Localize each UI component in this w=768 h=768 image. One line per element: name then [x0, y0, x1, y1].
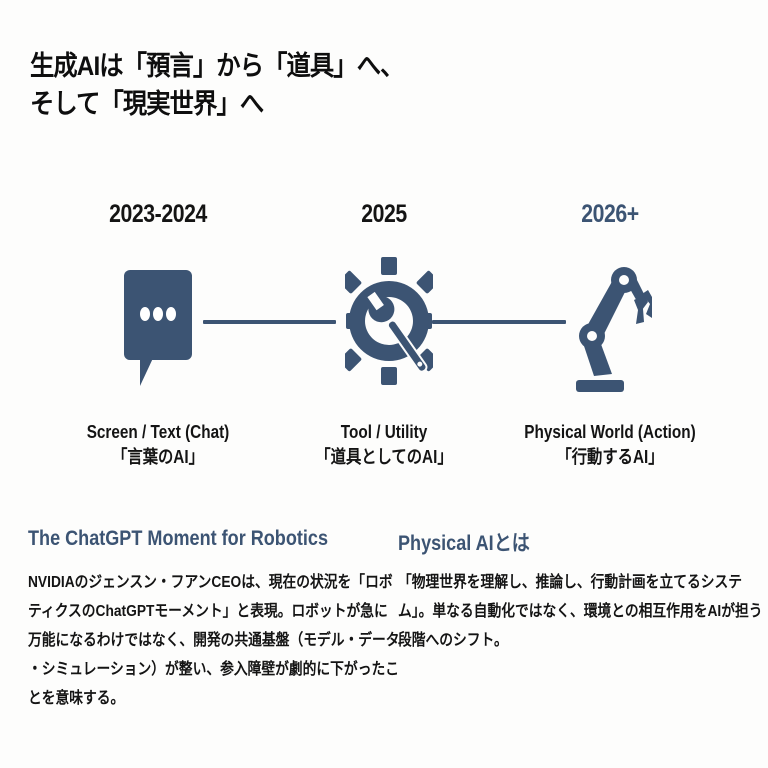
page-title: 生成AIは「預言」から「道具」へ、 そして「現実世界」へ [30, 47, 534, 123]
stage-label-3-ja: 「行動するAI」 [556, 447, 664, 467]
stage-label-1: Screen / Text (Chat) 「言葉のAI」 [73, 420, 243, 470]
section-body-chatgpt-moment: NVIDIAのジェンスン・フアンCEOは、現在の状況を「ロボ ティクスのChat… [28, 568, 400, 713]
stage-year-3: 2026+ [581, 200, 639, 228]
stage-label-3-en: Physical World (Action) [524, 422, 696, 442]
gear-wrench-icon [338, 255, 440, 390]
stage-label-2-en: Tool / Utility [340, 422, 428, 442]
title-line-1: 生成AIは「預言」から「道具」へ、 [30, 51, 404, 81]
body-line: 万能になるわけではなく、開発の共通基盤（モデル・データ [28, 632, 400, 649]
stage-label-1-ja: 「言葉のAI」 [112, 447, 204, 467]
timeline-connector-1 [203, 320, 336, 324]
stage-label-3: Physical World (Action) 「行動するAI」 [517, 420, 704, 470]
stage-label-2: Tool / Utility 「道具としてのAI」 [299, 420, 469, 470]
section-heading-physical-ai: Physical AIとは [398, 532, 530, 555]
body-line: 段階へのシフト。 [398, 632, 508, 649]
stage-label-2-ja: 「道具としてのAI」 [315, 447, 453, 467]
body-line: ティクスのChatGPTモーメント」と表現。ロボットが急に [28, 603, 388, 620]
timeline-connector-2 [432, 320, 566, 324]
body-line: ・シミュレーション）が整い、参入障壁が劇的に下がったこ [28, 661, 399, 678]
chat-bubble-icon [122, 268, 194, 386]
robot-arm-icon [572, 252, 656, 394]
title-line-2: そして「現実世界」へ [30, 89, 264, 119]
section-heading-chatgpt-moment: The ChatGPT Moment for Robotics [28, 527, 328, 550]
stage-label-1-en: Screen / Text (Chat) [86, 422, 230, 442]
body-line: ム」。単なる自動化ではなく、環境との相互作用をAIが担う [398, 603, 763, 620]
body-line: とを意味する。 [28, 690, 125, 707]
body-line: 「物理世界を理解し、推論し、行動計画を立てるシステ [398, 574, 743, 591]
body-line: NVIDIAのジェンスン・フアンCEOは、現在の状況を「ロボ [28, 574, 393, 591]
section-body-physical-ai: 「物理世界を理解し、推論し、行動計画を立てるシステ ム」。単なる自動化ではなく、… [398, 568, 763, 655]
stage-year-1: 2023-2024 [109, 200, 207, 228]
stage-year-2: 2025 [361, 200, 407, 228]
